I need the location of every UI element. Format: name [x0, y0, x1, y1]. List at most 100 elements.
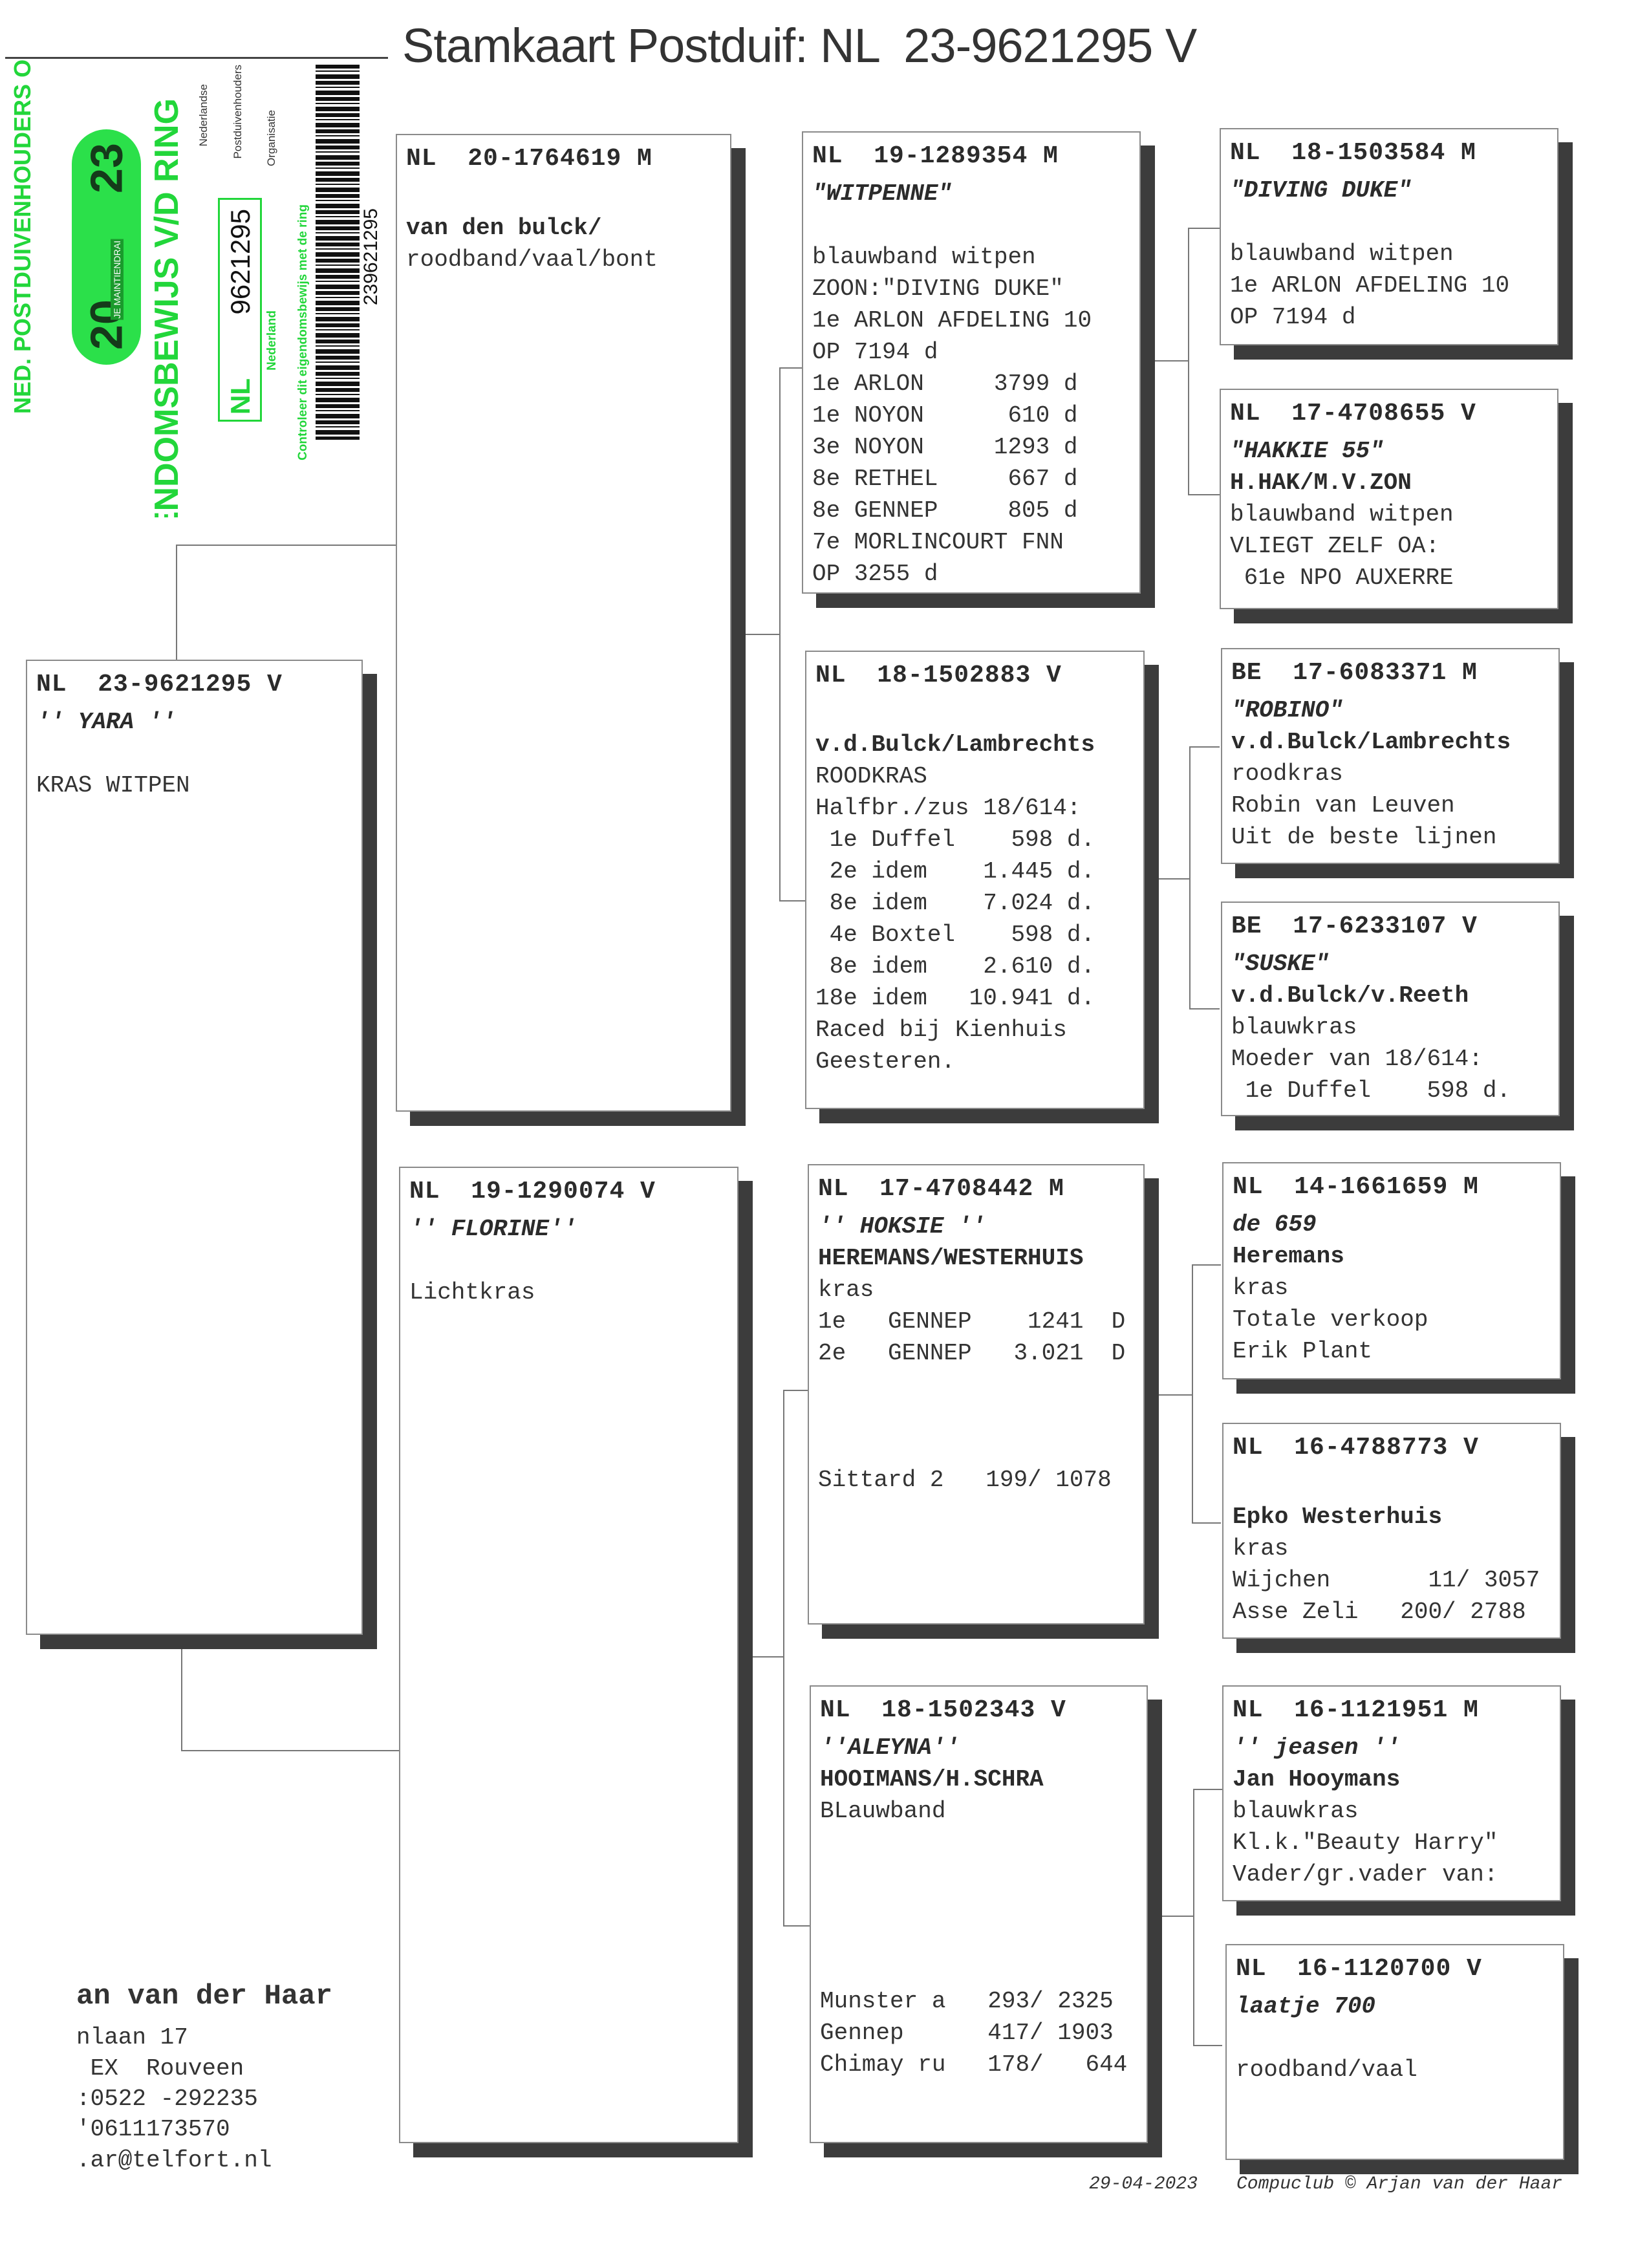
pedigree-line: kras	[818, 1277, 874, 1303]
ring-number: NL 16-1120700 V	[1236, 1955, 1482, 1983]
pedigree-line: HEREMANS/WESTERHUIS	[818, 1245, 1084, 1271]
pigeon-name: laatje 700	[1236, 1993, 1376, 2020]
divider	[5, 57, 388, 59]
pedigree-line: H.HAK/M.V.ZON	[1230, 470, 1412, 496]
connector-line	[176, 545, 177, 660]
pedigree-line: blauwband witpen	[1230, 241, 1454, 267]
pigeon-card-sd-sire: BE 17-6083371 M"ROBINO"v.d.Bulck/Lambrec…	[1221, 648, 1560, 864]
connector-line	[783, 1390, 808, 1391]
pedigree-line: 2e GENNEP 3.021 D	[818, 1340, 1126, 1366]
pigeon-card-dam: NL 19-1290074 V '' FLORINE'' Lichtkras	[399, 1167, 738, 2143]
ring-number: 9621295	[225, 209, 255, 315]
pedigree-line: Geesteren.	[815, 1048, 956, 1075]
connector-line	[1162, 1916, 1193, 1917]
pedigree-line: blauwband witpen	[812, 244, 1036, 270]
year-right: 23	[81, 143, 132, 193]
connector-line	[753, 1656, 783, 1658]
pedigree-line: roodband/vaal/bont	[406, 246, 658, 273]
pigeon-name: "SUSKE"	[1231, 951, 1330, 977]
pedigree-line: Kl.k."Beauty Harry"	[1233, 1830, 1498, 1856]
pedigree-line: Lichtkras	[409, 1279, 535, 1306]
pedigree-line: roodband/vaal	[1236, 2057, 1417, 2083]
pedigree-line: BLauwband	[820, 1798, 946, 1824]
pedigree-line: Chimay ru 178/ 644	[820, 2051, 1128, 2078]
pedigree-line: Moeder van 18/614:	[1231, 1046, 1483, 1072]
pedigree-line: Totale verkoop	[1233, 1306, 1428, 1333]
connector-line	[1155, 360, 1188, 362]
pedigree-line: 8e GENNEP 805 d	[812, 497, 1078, 524]
pigeon-card-dam-dam: NL 18-1502343 V''ALEYNA''HOOIMANS/H.SCHR…	[810, 1685, 1148, 2143]
ring-number: NL 19-1290074 V	[409, 1178, 656, 1205]
connector-line	[1193, 1789, 1194, 2045]
pedigree-line: 8e RETHEL 667 d	[812, 466, 1078, 492]
pedigree-line	[1230, 206, 1548, 238]
pedigree-line: Vader/gr.vader van:	[1233, 1861, 1498, 1888]
pedigree-line	[820, 1859, 1137, 1890]
pedigree-line	[818, 1401, 1134, 1432]
pedigree-line	[1233, 1469, 1551, 1501]
certificate-org: NED. POSTDUIVENHOUDERS ORGANISATIE	[9, 58, 36, 414]
ring-number: NL 17-4708442 M	[818, 1175, 1064, 1203]
connector-line	[1188, 228, 1220, 229]
pedigree-line: Jan Hooymans	[1233, 1766, 1401, 1793]
npo-line3: Organisatie	[265, 110, 277, 166]
connector-line	[176, 545, 396, 546]
pedigree-line: roodkras	[1231, 761, 1343, 787]
pedigree-line: Sittard 2 199/ 1078	[818, 1467, 1112, 1493]
connector-line	[779, 367, 781, 900]
pedigree-line: 8e idem 2.610 d.	[815, 953, 1095, 980]
npo-line2: Postduivenhouders	[232, 65, 244, 159]
pedigree-line	[820, 1890, 1137, 1922]
ring-number: NL 23-9621295 V	[36, 671, 283, 698]
pedigree-line	[812, 210, 1130, 241]
ring-number: NL 14-1661659 M	[1233, 1173, 1479, 1201]
pedigree-line: Raced bij Kienhuis	[815, 1017, 1067, 1043]
pedigree-line: van den bulck/	[406, 215, 602, 241]
pedigree-line: OP 7194 d	[1230, 304, 1356, 330]
pedigree-line: blauwkras	[1231, 1014, 1357, 1041]
pigeon-name: de 659	[1233, 1211, 1317, 1238]
pigeon-name: '' jeasen ''	[1233, 1734, 1401, 1761]
certificate-country: Nederland	[265, 310, 279, 371]
pedigree-line: Erik Plant	[1233, 1338, 1373, 1365]
pedigree-line: 1e GENNEP 1241 D	[818, 1308, 1126, 1335]
pigeon-name: "HAKKIE 55"	[1230, 438, 1384, 464]
pedigree-line: OP 7194 d	[812, 339, 938, 365]
pedigree-line	[818, 1369, 1134, 1401]
footer-credit: Compuclub © Arjan van der Haar	[1236, 2174, 1563, 2194]
pedigree-line	[820, 1954, 1137, 1985]
pedigree-line: blauwkras	[1233, 1798, 1359, 1824]
pedigree-line: kras	[1233, 1535, 1289, 1562]
pedigree-line	[409, 1245, 728, 1277]
ring-country: NL	[225, 378, 255, 415]
pedigree-line: Epko Westerhuis	[1233, 1504, 1443, 1530]
ring-number: BE 17-6233107 V	[1231, 913, 1478, 940]
connector-line	[783, 1925, 810, 1927]
pigeon-card-dam-sire: NL 17-4708442 M'' HOKSIE ''HEREMANS/WEST…	[808, 1164, 1145, 1625]
pedigree-line: Gennep 417/ 1903	[820, 2020, 1114, 2046]
pedigree-line: 8e idem 7.024 d.	[815, 890, 1095, 916]
ring-number: NL 16-1121951 M	[1233, 1696, 1479, 1724]
pigeon-name: '' FLORINE''	[409, 1216, 577, 1242]
year-badge: 20 23 JE MAINTIENDRAI	[72, 129, 141, 365]
pedigree-line: v.d.Bulck/v.Reeth	[1231, 982, 1469, 1009]
ring-number: NL 18-1503584 M	[1230, 139, 1476, 167]
pedigree-line	[820, 1827, 1137, 1859]
pedigree-line: Wijchen 11/ 3057	[1233, 1567, 1540, 1593]
connector-line	[779, 367, 802, 369]
connector-line	[1188, 228, 1189, 494]
pedigree-line: kras	[1233, 1275, 1289, 1301]
pigeon-card-sd-dam: BE 17-6233107 V "SUSKE" v.d.Bulck/v.Reeth b…	[1221, 902, 1560, 1116]
pedigree-line	[406, 180, 721, 212]
pigeon-card-subject: NL 23-9621295 V'' YARA ''KRAS WITPEN	[26, 660, 363, 1635]
pedigree-line: 1e Duffel 598 d.	[815, 826, 1095, 853]
ring-number-box: NL 9621295	[218, 198, 262, 422]
owner-phone: :0522 -292235	[76, 2086, 258, 2112]
pedigree-line: Heremans	[1233, 1243, 1344, 1269]
barcode	[316, 65, 360, 440]
page-title: Stamkaart Postduif: NL 23-9621295 V	[402, 19, 1197, 72]
ring-number: NL 17-4708655 V	[1230, 400, 1476, 427]
